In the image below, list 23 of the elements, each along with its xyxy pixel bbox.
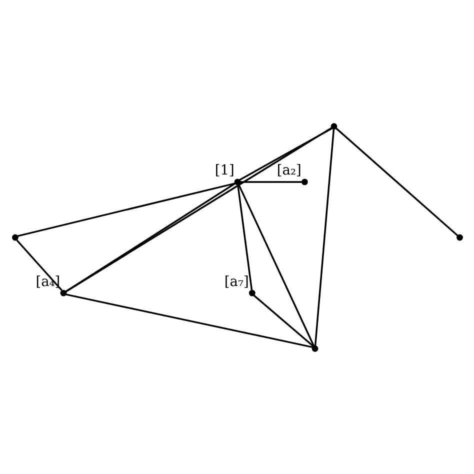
node-label: [1] bbox=[214, 162, 234, 178]
node-circle bbox=[311, 344, 318, 352]
connector bbox=[16, 239, 62, 290]
node-circle bbox=[234, 178, 240, 185]
connector bbox=[314, 128, 334, 346]
connector bbox=[17, 182, 235, 236]
connector bbox=[252, 294, 314, 346]
node-label: [a₂] bbox=[276, 162, 301, 178]
connector bbox=[65, 293, 312, 348]
connector bbox=[237, 184, 314, 346]
node-circle bbox=[330, 122, 337, 130]
connector bbox=[335, 127, 458, 236]
node-circle bbox=[60, 289, 66, 296]
connector bbox=[64, 126, 332, 292]
connector bbox=[240, 180, 302, 182]
node-circle bbox=[300, 178, 308, 185]
node-label: [a₇] bbox=[224, 273, 248, 290]
connector bbox=[236, 184, 252, 290]
connector bbox=[238, 127, 332, 180]
node-circle bbox=[248, 289, 255, 296]
node-circle bbox=[456, 234, 462, 240]
connector bbox=[64, 182, 235, 292]
node-circle bbox=[12, 234, 18, 240]
